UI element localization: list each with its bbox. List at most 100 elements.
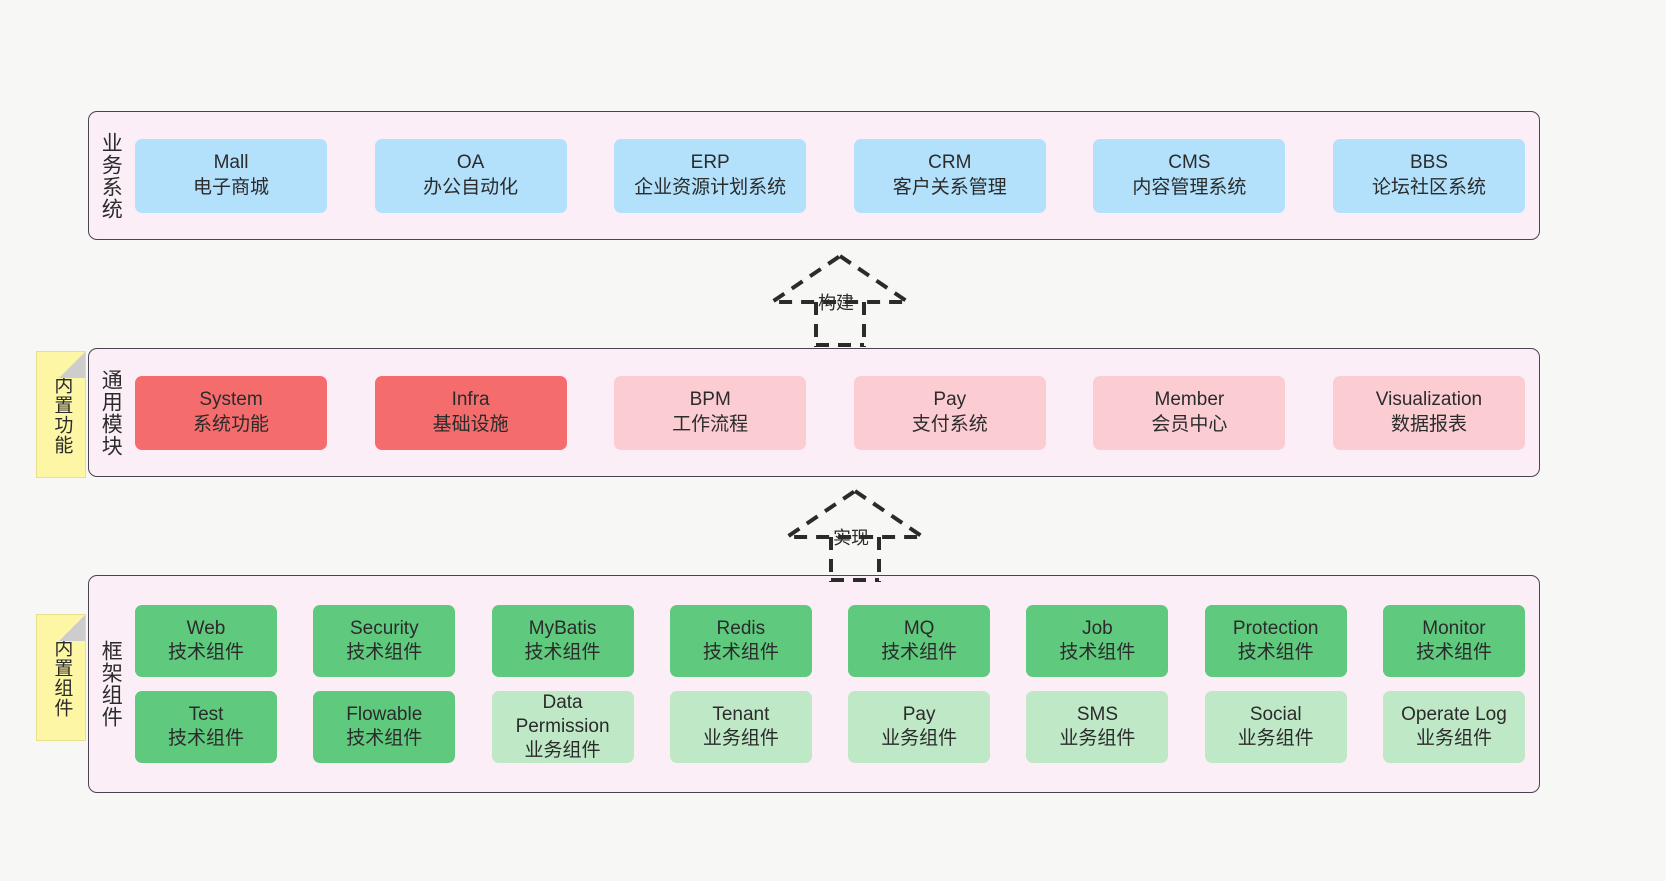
card-title: System <box>199 389 263 411</box>
card-title: Visualization <box>1375 389 1483 411</box>
card-title: Protection <box>1232 617 1319 639</box>
card-title: Pay <box>933 389 967 411</box>
card-subtitle: 业务组件 <box>1059 728 1136 749</box>
card-title: SMS <box>1076 703 1118 725</box>
arrow-implement-label: 实现 <box>833 528 869 548</box>
card-crm[interactable]: CRM 客户关系管理 <box>853 138 1046 213</box>
layer-business-system: 业务系统 Mall 电子商城 OA 办公自动化 ERP 企业资源计划系统 CRM… <box>88 111 1540 240</box>
card-title: MyBatis <box>528 617 597 639</box>
layer-framework-component: 框架组件 Web 技术组件 Security 技术组件 MyBatis 技术组件… <box>88 575 1540 793</box>
card-mq[interactable]: MQ 技术组件 <box>848 605 991 677</box>
card-title: Job <box>1082 617 1113 639</box>
arrow-build: 构建 <box>760 252 920 347</box>
card-title: Redis <box>716 617 766 639</box>
sticky-note-builtin-component[interactable]: 内置组件 <box>36 614 86 741</box>
card-oa[interactable]: OA 办公自动化 <box>374 138 567 213</box>
card-social[interactable]: Social 业务组件 <box>1204 691 1347 763</box>
card-flowable[interactable]: Flowable 技术组件 <box>313 691 456 763</box>
card-cms[interactable]: CMS 内容管理系统 <box>1093 138 1286 213</box>
card-pay-business[interactable]: Pay 业务组件 <box>848 691 991 763</box>
card-subtitle: 业务组件 <box>881 728 958 749</box>
layer-caption-common-module: 通用模块 <box>99 368 123 457</box>
arrow-build-glyph <box>765 253 915 347</box>
layer-body-framework-component: Web 技术组件 Security 技术组件 MyBatis 技术组件 Redi… <box>131 576 1539 792</box>
sticky-note-label: 内置组件 <box>51 637 73 718</box>
card-security[interactable]: Security 技术组件 <box>313 605 456 677</box>
card-subtitle: 技术组件 <box>167 642 244 663</box>
sticky-note-label: 内置功能 <box>51 374 73 455</box>
card-title: BPM <box>689 389 731 411</box>
card-title: Security <box>349 617 419 639</box>
card-sms[interactable]: SMS 业务组件 <box>1026 691 1169 763</box>
card-data-permission[interactable]: Data Permission 业务组件 <box>491 691 634 763</box>
card-title: Tenant <box>712 703 770 725</box>
card-subtitle: 支付系统 <box>911 413 988 435</box>
card-test[interactable]: Test 技术组件 <box>135 691 277 763</box>
card-subtitle: 系统功能 <box>192 413 269 435</box>
layer-body-common-module: System 系统功能 Infra 基础设施 BPM 工作流程 Pay 支付系统… <box>131 349 1539 476</box>
arrow-implement-glyph <box>780 488 930 582</box>
layer-common-module: 通用模块 System 系统功能 Infra 基础设施 BPM 工作流程 Pay… <box>88 348 1540 477</box>
card-subtitle: 内容管理系统 <box>1132 176 1247 198</box>
layer-caption-framework-component: 框架组件 <box>99 640 123 728</box>
card-title: Mall <box>213 152 249 174</box>
card-subtitle: 办公自动化 <box>423 176 519 198</box>
card-title: MQ <box>903 617 935 639</box>
card-title: Operate Log <box>1401 703 1507 725</box>
card-visualization[interactable]: Visualization 数据报表 <box>1332 375 1525 450</box>
card-subtitle: 会员中心 <box>1151 413 1228 435</box>
card-subtitle: 业务组件 <box>1415 728 1492 749</box>
card-subtitle: 技术组件 <box>346 728 423 749</box>
arrow-implement: 实现 <box>775 487 935 582</box>
card-subtitle: 技术组件 <box>881 642 958 663</box>
card-title: CMS <box>1168 152 1211 174</box>
card-bpm[interactable]: BPM 工作流程 <box>614 375 807 450</box>
card-subtitle: 工作流程 <box>672 413 749 435</box>
card-subtitle: 技术组件 <box>1059 642 1136 663</box>
card-tenant[interactable]: Tenant 业务组件 <box>669 691 812 763</box>
card-subtitle: 论坛社区系统 <box>1371 176 1486 198</box>
card-subtitle: 技术组件 <box>702 642 779 663</box>
card-subtitle: 客户关系管理 <box>892 176 1007 198</box>
card-subtitle: 电子商城 <box>192 176 269 198</box>
card-title: Member <box>1154 389 1225 411</box>
card-subtitle: 业务组件 <box>1237 728 1314 749</box>
card-subtitle: 技术组件 <box>1415 642 1492 663</box>
sticky-note-builtin-function[interactable]: 内置功能 <box>36 351 86 478</box>
card-mybatis[interactable]: MyBatis 技术组件 <box>491 605 634 677</box>
card-mall[interactable]: Mall 电子商城 <box>135 138 327 213</box>
card-operate-log[interactable]: Operate Log 业务组件 <box>1382 691 1525 763</box>
card-infra[interactable]: Infra 基础设施 <box>374 375 567 450</box>
arrow-build-label: 构建 <box>818 293 854 313</box>
card-erp[interactable]: ERP 企业资源计划系统 <box>614 138 807 213</box>
layer-caption-business-system: 业务系统 <box>99 131 123 220</box>
card-job[interactable]: Job 技术组件 <box>1026 605 1169 677</box>
card-subtitle: 技术组件 <box>346 642 423 663</box>
card-member[interactable]: Member 会员中心 <box>1093 375 1286 450</box>
card-title: Test <box>188 703 224 725</box>
card-monitor[interactable]: Monitor 技术组件 <box>1382 605 1525 677</box>
card-subtitle: 基础设施 <box>432 413 509 435</box>
card-title: Social <box>1249 703 1302 725</box>
card-subtitle: 业务组件 <box>524 740 601 762</box>
card-pay[interactable]: Pay 支付系统 <box>853 375 1046 450</box>
card-subtitle: 数据报表 <box>1390 413 1467 435</box>
card-row: Web 技术组件 Security 技术组件 MyBatis 技术组件 Redi… <box>135 605 1525 677</box>
card-subtitle: 业务组件 <box>702 728 779 749</box>
card-bbs[interactable]: BBS 论坛社区系统 <box>1332 138 1525 213</box>
card-protection[interactable]: Protection 技术组件 <box>1204 605 1347 677</box>
card-row: System 系统功能 Infra 基础设施 BPM 工作流程 Pay 支付系统… <box>135 375 1525 450</box>
card-title: ERP <box>690 152 730 174</box>
card-subtitle: 技术组件 <box>1237 642 1314 663</box>
card-title: Data Permission <box>515 691 610 737</box>
card-title: Pay <box>902 703 936 725</box>
card-subtitle: 企业资源计划系统 <box>634 176 787 198</box>
card-title: CRM <box>928 152 972 174</box>
card-redis[interactable]: Redis 技术组件 <box>669 605 812 677</box>
card-title: Monitor <box>1422 617 1486 639</box>
card-system[interactable]: System 系统功能 <box>135 375 327 450</box>
card-title: Web <box>186 617 226 639</box>
card-row: Mall 电子商城 OA 办公自动化 ERP 企业资源计划系统 CRM 客户关系… <box>135 138 1525 213</box>
card-web[interactable]: Web 技术组件 <box>135 605 277 677</box>
card-subtitle: 技术组件 <box>524 642 601 663</box>
